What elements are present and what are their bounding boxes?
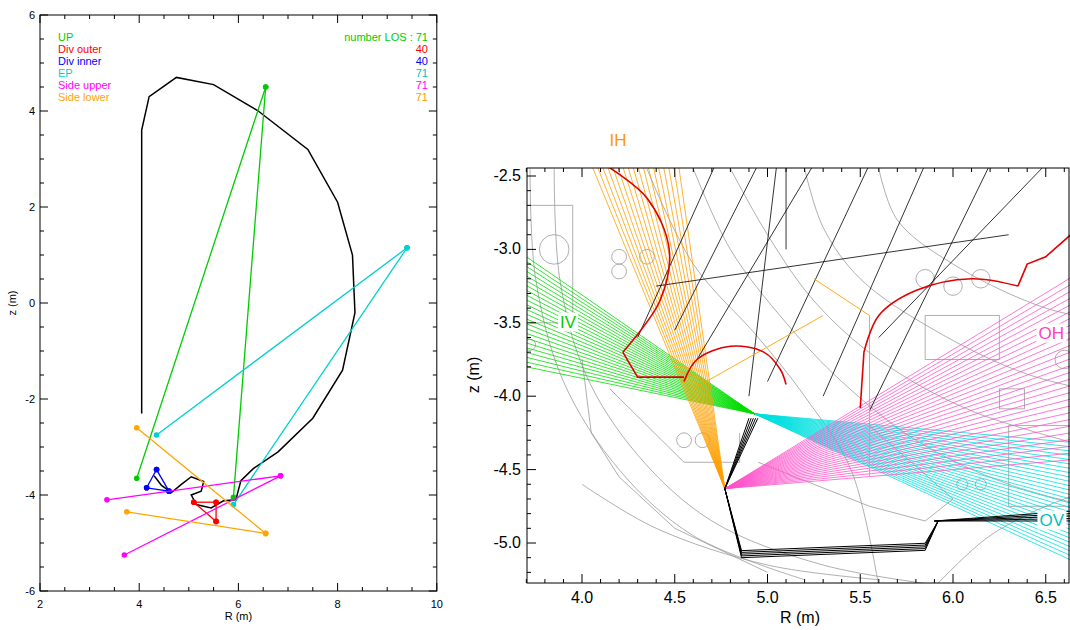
los-group [154, 245, 410, 507]
tick-label: 10 [431, 599, 443, 610]
view-label: OH [1037, 324, 1067, 343]
legend-text: Side upper [58, 79, 111, 91]
legend-text: Div outer [58, 43, 102, 55]
tick-label: 8 [335, 599, 341, 610]
axis-title: R (m) [780, 610, 820, 626]
tick-label: 6 [235, 599, 241, 610]
tick-label: -4.0 [493, 388, 521, 404]
tick-label: 2 [37, 599, 43, 610]
los-group [124, 425, 268, 536]
tick-label: 5.5 [849, 590, 871, 606]
los-bundle [725, 418, 1070, 557]
tick-label: 4 [136, 599, 142, 610]
legend-text: Div inner [58, 55, 101, 67]
los-group [191, 499, 219, 524]
tick-label: 6 [29, 10, 35, 21]
tick-label: 4.0 [571, 590, 593, 606]
tick-label: -2 [25, 394, 35, 405]
tick-label: 4.5 [664, 590, 686, 606]
axis-ticks [526, 168, 1070, 583]
tick-label: -4.5 [493, 462, 521, 478]
axis-title: z (m) [466, 357, 482, 393]
tick-label: 5.0 [756, 590, 778, 606]
first-wall-outline [604, 168, 1070, 408]
legend-entry: Div outer [58, 44, 102, 55]
los-count: 71 [416, 68, 428, 79]
plot-frame [527, 168, 1069, 583]
view-label: IV [558, 313, 578, 332]
los-count: 40 [416, 56, 428, 67]
axis-ticks [40, 15, 437, 591]
iv-fan [527, 257, 755, 414]
tick-label: -5.0 [493, 535, 521, 551]
los-count: number LOS : 71 [344, 32, 428, 43]
tick-label: 2 [29, 202, 35, 213]
legend-entry: EP [58, 68, 73, 79]
tick-label: -6 [25, 586, 35, 597]
axis-title: R (m) [225, 611, 253, 622]
tick-label: 4 [29, 106, 35, 117]
legend-text: EP [58, 67, 73, 79]
los-count: 71 [416, 92, 428, 103]
right-plot [527, 168, 1070, 583]
legend-entry: Side lower [58, 92, 109, 103]
plot-frame [40, 15, 437, 591]
ov-fan [755, 414, 1070, 583]
los-group [104, 473, 283, 558]
legend-text: UP [58, 31, 73, 43]
legend-entry: Div inner [58, 56, 101, 67]
tick-label: -4 [25, 490, 35, 501]
tick-label: 6.0 [942, 590, 964, 606]
tick-label: 0 [29, 298, 35, 309]
view-label: IH [610, 132, 627, 149]
los-lines [638, 168, 1046, 411]
axis-title: z (m) [7, 290, 18, 315]
view-label: OV [1037, 511, 1066, 530]
ih-fan [591, 168, 725, 489]
tick-label: -3.5 [493, 315, 521, 331]
legend-entry: Side upper [58, 80, 111, 91]
legend-entry: UP [58, 32, 73, 43]
tick-label: 6.5 [1035, 590, 1057, 606]
los-group [134, 84, 269, 500]
tick-label: -2.5 [493, 168, 521, 184]
los-group [144, 467, 172, 494]
los-count: 40 [416, 44, 428, 55]
legend-text: Side lower [58, 91, 109, 103]
left-plot [40, 15, 437, 591]
los-count: 71 [416, 80, 428, 91]
los-lines [693, 279, 869, 477]
tick-label: -3.0 [493, 241, 521, 257]
